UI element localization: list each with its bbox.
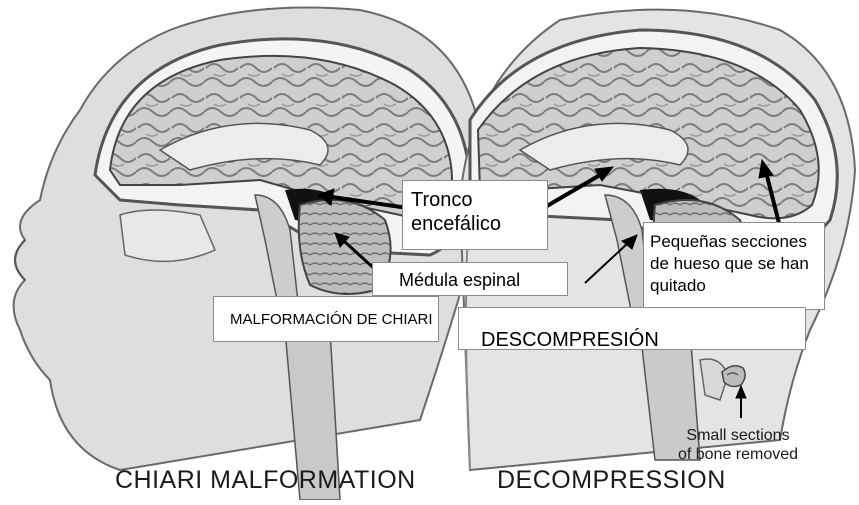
removed-bone-fragment [722,366,745,387]
label-tronco: Tronco encefálico [402,180,548,250]
caption-decompression: DECOMPRESSION [497,466,726,495]
left-head [14,8,484,501]
label-malformacion-text: MALFORMACIÓN DE CHIARI [230,311,433,328]
label-descompresion-text: DESCOMPRESIÓN [481,329,659,350]
label-tronco-line1: Tronco [411,188,539,212]
caption-chiari-malformation: CHIARI MALFORMATION [115,466,416,495]
label-tronco-line2: encefálico [411,212,539,236]
label-medula: Médula espinal [372,262,568,296]
label-medula-text: Médula espinal [399,270,520,290]
label-descompresion: DESCOMPRESIÓN [458,307,806,350]
label-pequenas-line3: quitado [650,275,818,297]
label-pequenas-line1: Pequeñas secciones [650,231,818,253]
bone-removed-caption: Small sections of bone removed [648,426,828,464]
bone-removed-line1: Small sections [648,426,828,445]
label-pequenas: Pequeñas secciones de hueso que se han q… [643,222,825,310]
bone-removed-line2: of bone removed [648,445,828,464]
left-sinus [120,210,215,261]
label-malformacion: MALFORMACIÓN DE CHIARI [213,296,439,342]
label-pequenas-line2: de hueso que se han [650,253,818,275]
